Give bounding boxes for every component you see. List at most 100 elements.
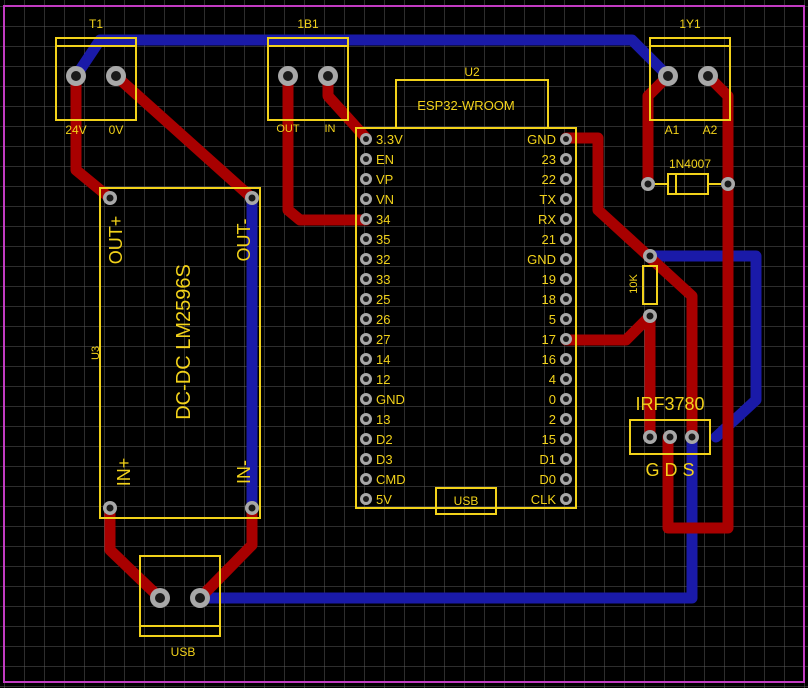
u2-left-pin-label: 35	[376, 232, 390, 247]
resistor-value: 10K	[628, 274, 640, 294]
u3-in-plus: IN+	[114, 458, 134, 487]
b1-pad-2-hole	[323, 71, 333, 81]
board-outline	[3, 5, 805, 683]
dcdc-module-u3: U3 DC-DC LM2596S OUT+ OUT- IN+ IN-	[90, 187, 261, 519]
u2-name: ESP32-WROOM	[417, 98, 515, 113]
u2-right-pin-label: 16	[542, 352, 556, 367]
u2-left-pin-label: 12	[376, 372, 390, 387]
u2-left-pin-label: EN	[376, 152, 394, 167]
u2-left-pad-hole	[363, 276, 369, 282]
u3-out-minus: OUT-	[234, 218, 254, 261]
u3-inplus-pad-hole	[106, 504, 114, 512]
u2-right-pin-label: 2	[549, 412, 556, 427]
u2-right-pin-label: 4	[549, 372, 556, 387]
resistor-10k: 10K	[628, 265, 658, 305]
mosfet-value: IRF3780	[635, 394, 704, 414]
u2-left-pin-label: VN	[376, 192, 394, 207]
u2-right-pad-hole	[563, 156, 569, 162]
u2-left-pin-label: D3	[376, 452, 393, 467]
u2-left-pad-hole	[363, 436, 369, 442]
y1-pin2-label: A2	[703, 123, 718, 137]
u2-right-pad-hole	[563, 356, 569, 362]
u2-left-pad-hole	[363, 176, 369, 182]
u2-right-pad-hole	[563, 236, 569, 242]
u2-left-pad-hole	[363, 316, 369, 322]
u2-left-pin-label: 25	[376, 292, 390, 307]
u2-right-pad-hole	[563, 436, 569, 442]
top-copper-traces	[70, 70, 734, 604]
diode-value: 1N4007	[669, 157, 711, 171]
diode-pad-a-hole	[644, 180, 652, 188]
u2-left-pad-hole	[363, 216, 369, 222]
b1-ref: 1B1	[297, 17, 319, 31]
u2-left-pad-hole	[363, 496, 369, 502]
u3-outplus-pad-hole	[106, 194, 114, 202]
resistor-pad-1-hole	[646, 252, 654, 260]
u2-left-pin-label: 14	[376, 352, 390, 367]
u2-right-pin-label: 19	[542, 272, 556, 287]
trace-17-to-resistor	[560, 310, 656, 346]
u2-left-pin-label: GND	[376, 392, 405, 407]
b1-pin2-label: IN	[325, 123, 336, 135]
t1-pin2-label: 0V	[109, 123, 124, 137]
diode-pad-k-hole	[724, 180, 732, 188]
u2-left-pin-label: VP	[376, 172, 393, 187]
u2-right-pin-label: 0	[549, 392, 556, 407]
u2-right-pin-label: 5	[549, 312, 556, 327]
u2-right-pad-hole	[563, 176, 569, 182]
u2-right-pad-hole	[563, 396, 569, 402]
usb-connector: USB	[139, 555, 221, 659]
diode-1n4007: 1N4007	[648, 157, 728, 195]
trace-b1out-to-34	[282, 70, 372, 226]
t1-pad-2-hole	[111, 71, 121, 81]
u2-right-pad-hole	[563, 456, 569, 462]
t1-pin1-label: 24V	[65, 123, 86, 137]
mosfet-irf3780: IRF3780 G D S	[629, 394, 711, 480]
trace-inplus-to-usb	[104, 502, 166, 604]
mosfet-gate-pad-hole	[646, 433, 654, 441]
mosfet-drain-pad-hole	[666, 433, 674, 441]
y1-pad-1-hole	[663, 71, 673, 81]
y1-ref: 1Y1	[679, 17, 701, 31]
terminal-1y1: 1Y1 A1 A2	[649, 17, 731, 137]
u2-usb-label: USB	[454, 494, 479, 508]
u2-right-pad-hole	[563, 316, 569, 322]
u2-right-pin-label: GND	[527, 132, 556, 147]
trace-usb-gnd-to-source	[194, 431, 698, 604]
u2-left-pad-hole	[363, 236, 369, 242]
u2-ref: U2	[464, 65, 480, 79]
u2-left-pad-hole	[363, 196, 369, 202]
mosfet-source-pad-hole	[688, 433, 696, 441]
u2-right-pad-hole	[563, 476, 569, 482]
u2-left-pin-label: D2	[376, 432, 393, 447]
y1-pad-2-hole	[703, 71, 713, 81]
u3-inminus-pad-hole	[248, 504, 256, 512]
u2-right-pin-label: GND	[527, 252, 556, 267]
u2-left-pin-label: 13	[376, 412, 390, 427]
y1-pin1-label: A1	[665, 123, 680, 137]
u2-right-pin-label: TX	[539, 192, 556, 207]
u2-left-pin-label: 27	[376, 332, 390, 347]
esp32-module-u2: U2 ESP32-WROOM USB 3.3VENVPVN34353233252…	[355, 65, 577, 515]
u2-right-pin-label: 22	[542, 172, 556, 187]
trace-0v-to-outminus	[110, 70, 258, 204]
trace-24v-to-outplus	[70, 70, 116, 204]
u2-left-pad-hole	[363, 156, 369, 162]
u3-in-minus: IN-	[234, 460, 254, 484]
u3-ref: U3	[90, 346, 102, 360]
b1-pin1-label: OUT	[276, 123, 300, 135]
u2-left-pad-hole	[363, 136, 369, 142]
u2-left-pad-hole	[363, 296, 369, 302]
u2-left-pad-hole	[363, 376, 369, 382]
trace-source-to-resistor	[644, 250, 762, 443]
u2-left-pin-label: 34	[376, 212, 390, 227]
u2-right-pin-label: RX	[538, 212, 556, 227]
usb-pad-2-hole	[195, 593, 205, 603]
usb-pad-1-hole	[155, 593, 165, 603]
b1-pad-1-hole	[283, 71, 293, 81]
u2-left-pad-hole	[363, 396, 369, 402]
u2-right-pin-label: 17	[542, 332, 556, 347]
u3-out-plus: OUT+	[106, 216, 126, 265]
u2-left-pin-label: 33	[376, 272, 390, 287]
